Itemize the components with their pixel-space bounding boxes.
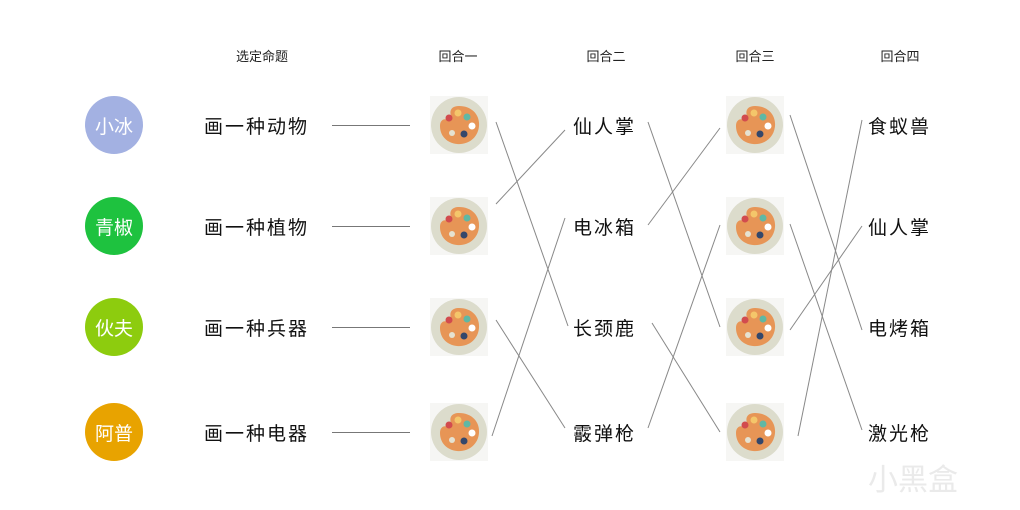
round2-guess: 霰弹枪 xyxy=(573,423,637,445)
pass-line xyxy=(495,319,566,429)
round4-guess: 仙人掌 xyxy=(868,217,932,239)
topic-prompt: 画一种植物 xyxy=(204,217,310,239)
player-name: 小冰 xyxy=(94,115,133,138)
round4-guess: 电烤箱 xyxy=(868,318,932,340)
palette-icon xyxy=(430,96,488,154)
palette-icon xyxy=(726,197,784,255)
header-round1: 回合一 xyxy=(438,50,478,65)
palette-icon xyxy=(726,96,784,154)
pass-line xyxy=(647,224,721,429)
pass-line xyxy=(797,119,863,437)
header-topic: 选定命题 xyxy=(235,50,288,65)
player-avatar: 小冰 xyxy=(85,96,143,154)
pass-line xyxy=(647,121,721,328)
pass-line xyxy=(789,225,863,331)
topic-prompt: 画一种动物 xyxy=(204,116,310,138)
pass-line xyxy=(789,223,863,431)
header-round2: 回合二 xyxy=(586,50,626,65)
palette-icon xyxy=(726,298,784,356)
pass-line xyxy=(491,217,566,437)
palette-icon xyxy=(430,197,488,255)
watermark-logo: 小黑盒 xyxy=(868,463,958,498)
player-name: 青椒 xyxy=(94,216,133,239)
player-avatar: 青椒 xyxy=(85,197,143,255)
round4-guess: 食蚁兽 xyxy=(868,116,932,138)
player-avatar: 阿普 xyxy=(85,403,143,461)
round2-guess: 电冰箱 xyxy=(573,217,637,239)
palette-icon xyxy=(430,298,488,356)
pass-line xyxy=(495,121,569,327)
palette-icon xyxy=(726,403,784,461)
connector-line xyxy=(332,432,410,433)
player-name: 伙夫 xyxy=(94,317,133,340)
pass-line xyxy=(651,322,721,433)
player-name: 阿普 xyxy=(94,422,133,445)
player-avatar: 伙夫 xyxy=(85,298,143,356)
round2-guess: 长颈鹿 xyxy=(573,318,637,340)
header-round4: 回合四 xyxy=(880,50,920,65)
connector-line xyxy=(332,226,410,227)
round4-guess: 激光枪 xyxy=(868,423,932,445)
connector-line xyxy=(332,125,410,126)
connector-line xyxy=(332,327,410,328)
header-round3: 回合三 xyxy=(735,50,775,65)
pass-line xyxy=(647,127,721,226)
pass-line xyxy=(495,129,566,205)
palette-icon xyxy=(430,403,488,461)
pass-line xyxy=(789,114,863,331)
round2-guess: 仙人掌 xyxy=(573,116,637,138)
topic-prompt: 画一种电器 xyxy=(204,423,310,445)
topic-prompt: 画一种兵器 xyxy=(204,318,310,340)
